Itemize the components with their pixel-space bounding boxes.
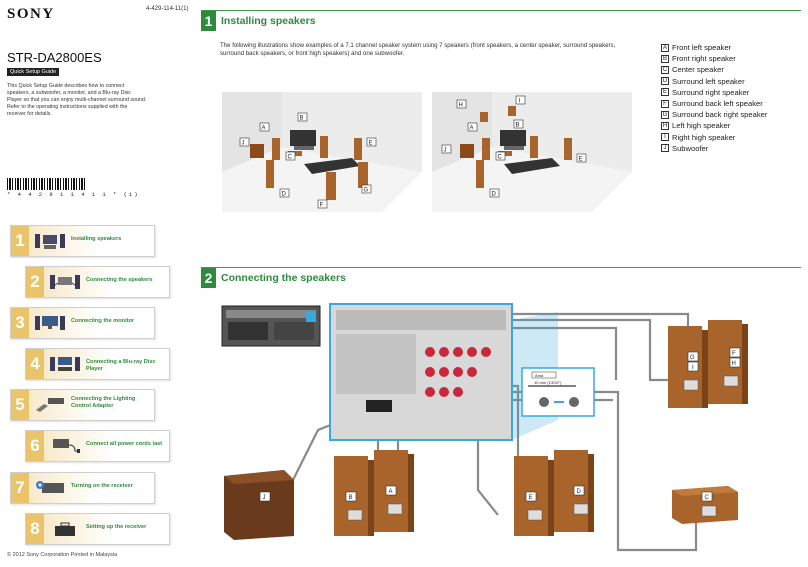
step-label: Connecting a Blu-ray Disc Player [86, 359, 156, 372]
room-layout-front-high-illustration: A B C D E H I J [432, 92, 632, 212]
speaker-marker-j: J [444, 148, 447, 154]
step-number: 3 [11, 308, 29, 338]
speaker-wiring-diagram: Ama 10 mm (13/32") J B A E D G I F H C [221, 303, 748, 552]
speaker-marker-h: H [459, 103, 463, 109]
step-label: Connect all power cords last [86, 441, 163, 447]
speaker-marker-e: E [529, 495, 533, 501]
section-title: Connecting the speakers [221, 272, 346, 284]
step-number: 2 [26, 267, 44, 297]
section-1-description: The following illustrations show example… [220, 42, 616, 57]
speaker-marker-f: F [320, 203, 324, 209]
speaker-marker-b: B [300, 116, 304, 122]
speaker-marker-i: I [519, 99, 521, 105]
step-7-card[interactable]: 7 Turning on the receiver [10, 472, 155, 504]
barcode-icon [7, 178, 85, 190]
toolbox-icon [55, 522, 75, 536]
speaker-marker-b: B [516, 123, 520, 129]
speaker-marker-a: A [262, 126, 266, 132]
step-number: 4 [26, 349, 44, 379]
step-label: Connecting the speakers [86, 277, 153, 283]
speaker-marker-b: B [349, 495, 353, 501]
monitor-icon [35, 316, 65, 330]
step-number: 1 [11, 226, 29, 256]
speaker-marker-e: E [579, 157, 583, 163]
step-label: Setting up the receiver [86, 524, 147, 530]
section-number: 2 [201, 268, 216, 288]
step-2-card[interactable]: 2 Connecting the speakers [25, 266, 170, 298]
speaker-marker-d: D [577, 489, 582, 495]
section-2-header: 2 Connecting the speakers [201, 267, 801, 288]
step-number: 6 [26, 431, 44, 461]
speaker-marker-a: A [470, 126, 474, 132]
step-5-card[interactable]: 5 Connecting the Lighting Control Adapte… [10, 389, 155, 421]
step-label: Turning on the receiver [71, 483, 133, 489]
speaker-marker-a: A [389, 489, 393, 495]
step-label: Installing speakers [71, 236, 122, 242]
speaker-marker-c: C [705, 495, 710, 501]
step-number: 5 [11, 390, 29, 420]
step-number: 7 [11, 473, 29, 503]
speaker-wiring-icon [50, 275, 80, 289]
guide-label: Quick Setup Guide [7, 68, 60, 76]
speaker-marker-g: G [690, 355, 695, 361]
step-label: Connecting the monitor [71, 318, 135, 324]
step-label: Connecting the Lighting Control Adapter [71, 396, 136, 409]
power-cord-icon [53, 439, 80, 453]
speaker-marker-d: D [492, 192, 497, 198]
speaker-marker-i: I [692, 365, 694, 371]
copyright: © 2012 Sony Corporation Printed in Malay… [7, 552, 118, 558]
wire-brand: Ama [535, 373, 544, 378]
section-number: 1 [201, 11, 216, 31]
step-6-card[interactable]: 6 Connect all power cords last [25, 430, 170, 462]
document-number: 4-429-114-11(1) [146, 6, 189, 12]
step-4-card[interactable]: 4 Connecting a Blu-ray Disc Player [25, 348, 170, 380]
speaker-marker-g: G [364, 188, 369, 194]
section-1-header: 1 Installing speakers [201, 10, 801, 31]
speaker-marker-c: C [498, 155, 503, 161]
intro-text: This Quick Setup Guide describes how to … [7, 83, 147, 117]
step-number: 8 [26, 514, 44, 544]
speaker-set-icon [35, 234, 65, 249]
wire-strip-length: 10 mm (13/32") [534, 380, 562, 385]
room-layout-5-1-illustration: A B C D E F G J [222, 92, 422, 212]
speaker-marker-h: H [732, 361, 736, 367]
step-3-card[interactable]: 3 Connecting the monitor [10, 307, 155, 339]
remote-power-icon [36, 481, 64, 493]
brand-logo: SONY [7, 6, 55, 22]
bluray-player-icon [50, 357, 80, 371]
barcode-number: * 4 4 2 9 1 1 4 1 1 * (1) [7, 191, 140, 198]
speaker-marker-e: E [369, 141, 373, 147]
step-8-card[interactable]: 8 Setting up the receiver [25, 513, 170, 545]
speaker-marker-d: D [282, 192, 287, 198]
section-title: Installing speakers [221, 15, 316, 27]
step-1-card[interactable]: 1 Installing speakers [10, 225, 155, 257]
speaker-marker-c: C [288, 155, 293, 161]
speaker-marker-j: J [263, 495, 266, 501]
speaker-marker-f: F [732, 351, 736, 357]
model-name: STR-DA2800ES [7, 50, 102, 65]
speaker-marker-j: J [242, 141, 245, 147]
lighting-adapter-icon [36, 398, 64, 412]
